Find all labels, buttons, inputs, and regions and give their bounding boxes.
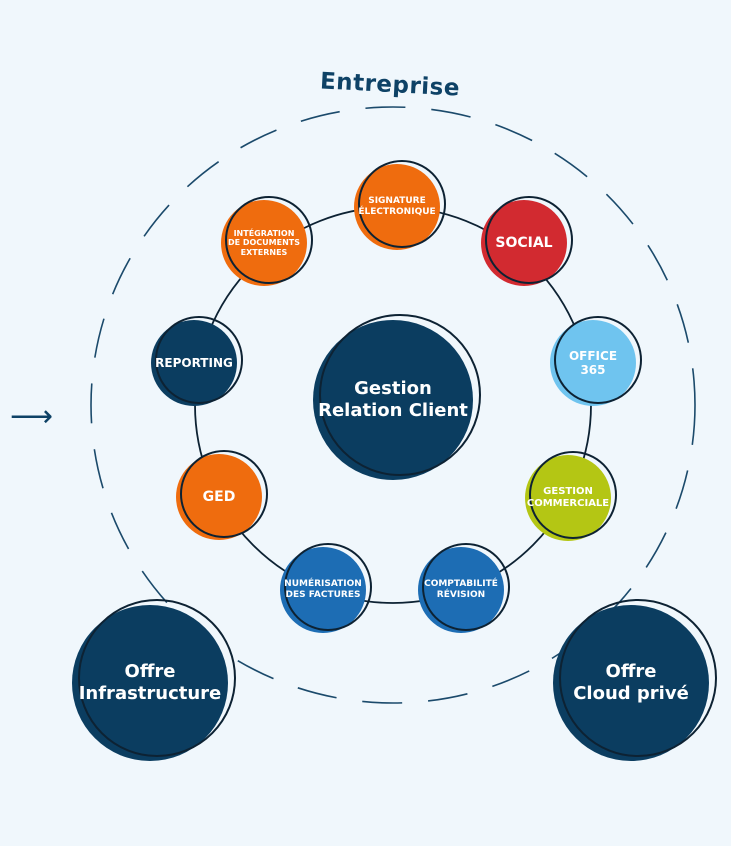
node-reporting-label: REPORTING — [155, 355, 233, 370]
node-gestion-commerciale-label: GESTION COMMERCIALE — [526, 486, 610, 509]
offer-infrastructure: Offre Infrastructure — [72, 599, 236, 761]
center-node-label: Gestion Relation Client — [318, 378, 468, 421]
node-numerisation-label: NUMÉRISATION DES FACTURES — [284, 579, 362, 600]
node-integration-label: INTÉGRATION DE DOCUMENTS EXTERNES — [227, 228, 301, 257]
node-signature: SIGNATURE ÉLECTRONIQUE — [354, 160, 446, 250]
node-office365-label: OFFICE 365 — [568, 348, 618, 377]
node-numerisation: NUMÉRISATION DES FACTURES — [280, 543, 372, 633]
node-signature-label: SIGNATURE ÉLECTRONIQUE — [358, 196, 436, 217]
node-integration: INTÉGRATION DE DOCUMENTS EXTERNES — [221, 196, 313, 286]
center-node: Gestion Relation Client — [313, 314, 481, 480]
node-comptabilite-label: COMPTABILITÉ RÉVISION — [424, 579, 498, 600]
entreprise-boundary — [90, 106, 696, 704]
offer-infrastructure-label: Offre Infrastructure — [78, 661, 222, 704]
node-reporting: REPORTING — [151, 316, 243, 406]
node-gestion-commerciale: GESTION COMMERCIALE — [525, 451, 617, 541]
node-ged-label: GED — [202, 488, 236, 505]
node-social-label: SOCIAL — [495, 234, 553, 251]
offer-cloud-label: Offre Cloud privé — [573, 661, 689, 704]
node-ged: GED — [176, 450, 268, 540]
node-office365: OFFICE 365 — [550, 316, 642, 406]
offer-cloud: Offre Cloud privé — [553, 599, 717, 761]
arrow-right-icon: ⟶ — [10, 399, 54, 434]
node-comptabilite: COMPTABILITÉ RÉVISION — [418, 543, 510, 633]
node-social: SOCIAL — [481, 196, 573, 286]
